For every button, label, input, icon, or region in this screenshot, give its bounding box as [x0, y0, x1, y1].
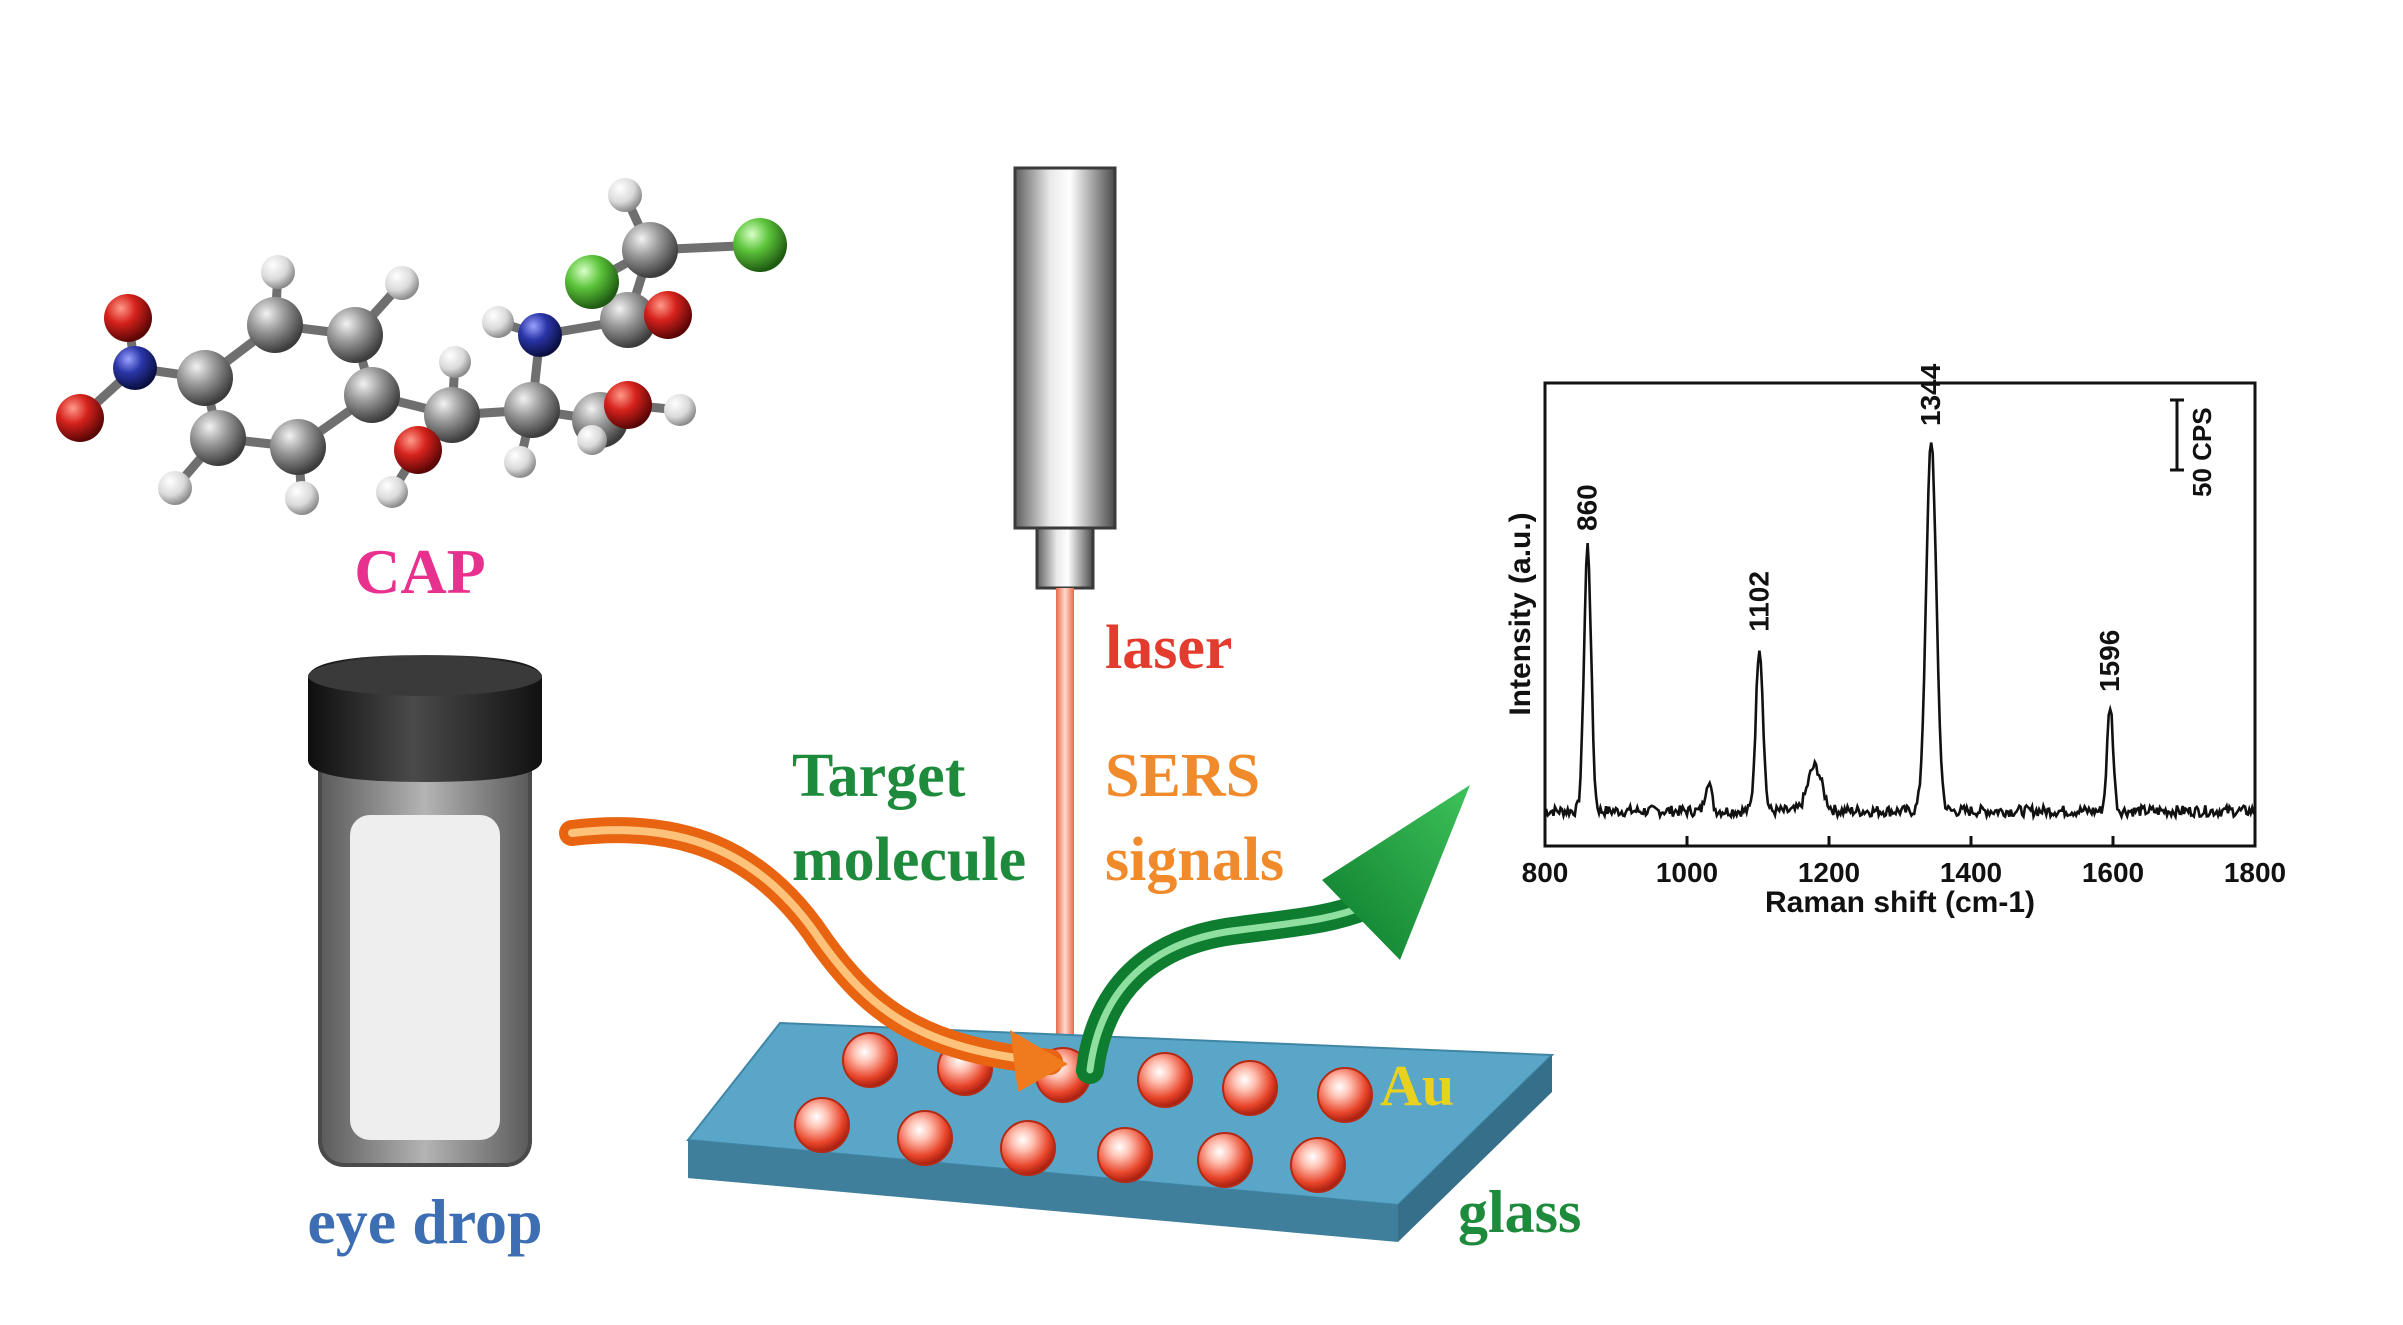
- au-nanoparticle: [794, 1097, 850, 1153]
- au-nanoparticle: [1137, 1052, 1193, 1108]
- x-tick-label: 1800: [2224, 857, 2286, 888]
- peak-label: 1344: [1915, 363, 1946, 426]
- laser-objective: [1013, 166, 1117, 590]
- carbon-atom: [344, 367, 400, 423]
- hydrogen-atom: [482, 306, 514, 338]
- oxygen-atom: [394, 426, 442, 474]
- eye-drop-vial: [308, 655, 542, 1167]
- peak-label: 1102: [1743, 571, 1774, 632]
- cap-molecule-model: [56, 178, 787, 515]
- au-nanoparticle: [1197, 1132, 1253, 1188]
- chlorine-atom: [565, 255, 619, 309]
- au-label: Au: [1380, 1053, 1454, 1118]
- laser-beam: [1056, 588, 1074, 1058]
- x-tick-label: 800: [1522, 857, 1569, 888]
- hydrogen-atom: [385, 266, 419, 300]
- hydrogen-atom: [608, 178, 642, 212]
- x-tick-label: 1600: [2082, 857, 2144, 888]
- target-molecule-label: Target molecule: [792, 742, 1026, 894]
- chlorine-atom: [733, 218, 787, 272]
- sers-signals-label: SERS signals: [1105, 742, 1284, 894]
- carbon-atom: [270, 419, 326, 475]
- carbon-atom: [247, 297, 303, 353]
- hydrogen-atom: [376, 476, 408, 508]
- carbon-atom: [177, 350, 233, 406]
- oxygen-atom: [56, 394, 104, 442]
- carbon-atom: [327, 307, 383, 363]
- oxygen-atom: [644, 291, 692, 339]
- x-tick-label: 1200: [1798, 857, 1860, 888]
- au-nanoparticle: [1317, 1067, 1373, 1123]
- sers-signal-arrow: [1076, 785, 1470, 1084]
- au-nanoparticle: [1097, 1127, 1153, 1183]
- nitrogen-atom: [113, 346, 157, 390]
- au-nanoparticle: [897, 1110, 953, 1166]
- cap-label: CAP: [354, 536, 486, 607]
- x-tick-label: 1400: [1940, 857, 2002, 888]
- carbon-atom: [424, 387, 480, 443]
- vial-cap-top: [308, 656, 542, 696]
- au-nanoparticle: [842, 1032, 898, 1088]
- y-axis-label: Intensity (a.u.): [1504, 512, 1537, 715]
- hydrogen-atom: [664, 394, 696, 426]
- carbon-atom: [190, 410, 246, 466]
- hydrogen-atom: [158, 471, 192, 505]
- x-axis-label: Raman shift (cm-1): [1765, 886, 2035, 919]
- scale-bar-label: 50 CPS: [2187, 407, 2217, 497]
- au-nanoparticle: [1000, 1120, 1056, 1176]
- glass-label: glass: [1458, 1179, 1581, 1245]
- au-nanoparticle: [1290, 1137, 1346, 1193]
- au-nanoparticle: [1222, 1060, 1278, 1116]
- eye-drop-label: eye drop: [307, 1186, 542, 1257]
- nitrogen-atom: [518, 313, 562, 357]
- x-tick-label: 1000: [1656, 857, 1718, 888]
- oxygen-atom: [104, 294, 152, 342]
- carbon-atom: [600, 292, 656, 348]
- vial-liquid: [350, 815, 500, 1140]
- target-molecule-arrow: [559, 817, 1068, 1092]
- hydrogen-atom: [285, 481, 319, 515]
- carbon-atom: [504, 382, 560, 438]
- chart-frame: [1543, 381, 2257, 848]
- hydrogen-atom: [577, 425, 607, 455]
- hydrogen-atom: [261, 255, 295, 289]
- spectrum-line: [1544, 442, 2256, 822]
- hydrogen-atom: [504, 446, 536, 478]
- carbon-atom: [622, 222, 678, 278]
- laser-label: laser: [1105, 614, 1232, 682]
- hydrogen-atom: [439, 346, 471, 378]
- oxygen-atom: [604, 381, 652, 429]
- peak-label: 1596: [2094, 630, 2125, 692]
- scale-bar: 50 CPS: [2170, 398, 2217, 497]
- peak-label: 860: [1572, 484, 1603, 531]
